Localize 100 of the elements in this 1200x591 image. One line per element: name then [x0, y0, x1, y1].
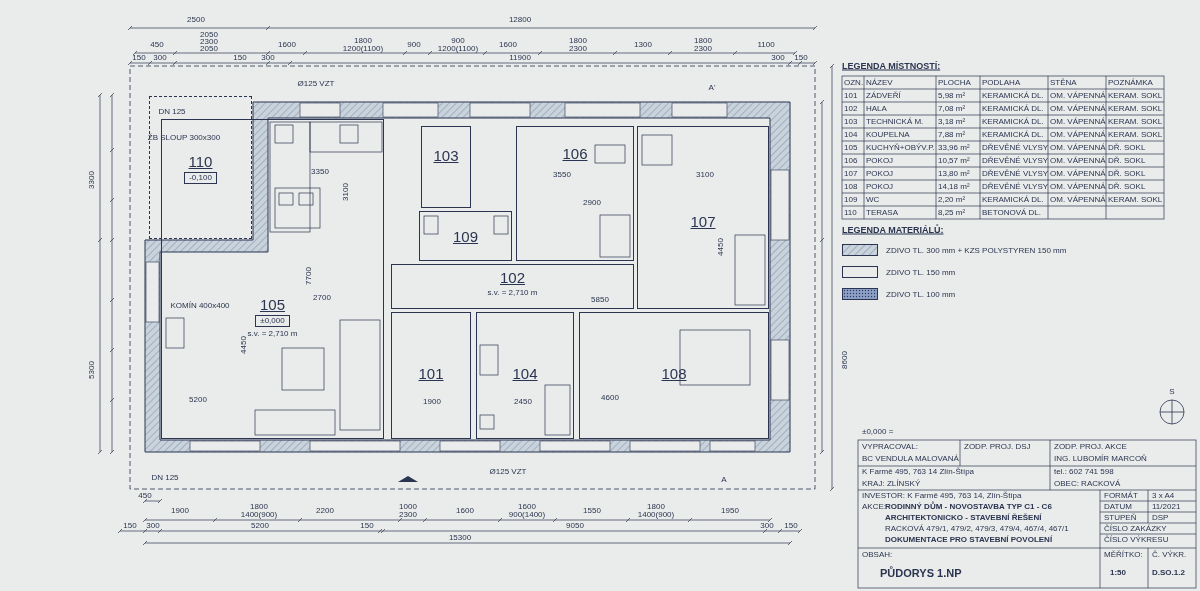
dimension-value: 1950 — [721, 507, 739, 515]
dimension-value: 1600 — [499, 41, 517, 49]
dimension-value: 4450 — [240, 336, 248, 354]
table-cell: KERAMICKÁ DL. — [982, 117, 1044, 126]
title-block-text: MĚŘÍTKO: — [1104, 551, 1143, 559]
table-cell: 5,98 m² — [938, 91, 966, 100]
legend-text: ZDIVO TL. 100 mm — [886, 289, 956, 299]
table-cell: KERAMICKÁ DL. — [982, 104, 1044, 113]
table-cell: 104 — [844, 130, 858, 139]
dimension-value: 2450 — [514, 398, 532, 406]
table-cell: KERAM. SOKL — [1108, 130, 1163, 139]
table-cell: DŘ. SOKL — [1108, 156, 1146, 165]
table-cell: BETONOVÁ DL. — [982, 208, 1041, 217]
dimension-value: 1800 — [354, 37, 372, 45]
table-cell: NÁZEV — [866, 78, 893, 87]
dimension-value: 15300 — [448, 534, 472, 542]
title-block-text: 1:50 — [1110, 569, 1126, 577]
title-block-text: RODINNÝ DŮM - NOVOSTAVBA TYP C1 - C6 — [885, 503, 1052, 511]
dimension-value: 1000 — [399, 503, 417, 511]
table-cell: 7,08 m² — [938, 104, 966, 113]
title-block-text: 11/2021 — [1152, 503, 1181, 511]
room-outline — [149, 96, 252, 239]
title-block-text: INVESTOR: K Farmě 495, 763 14, Zlín-Štípa — [862, 492, 1022, 500]
dimension-value: 1900 — [171, 507, 189, 515]
dimension-value: 2300 — [694, 45, 712, 53]
title-block-text: BC VENDULA MALOVANÁ — [862, 455, 959, 463]
room-number: 110 — [188, 153, 213, 170]
title-block-text: ZODP. PROJ. AKCE — [1054, 443, 1127, 451]
dimension-value: 5200 — [251, 522, 269, 530]
dimension-value: 3100 — [342, 183, 350, 201]
table-cell: PODLAHA — [982, 78, 1021, 87]
title-block-text: ZODP. PROJ. DSJ — [964, 443, 1031, 451]
table-cell: 10,57 m² — [938, 156, 970, 165]
table-cell: OM. VÁPENNÁ — [1050, 156, 1106, 165]
dimension-value: 1550 — [583, 507, 601, 515]
title-block-text: ARCHITEKTONICKO - STAVEBNÍ ŘEŠENÍ — [885, 514, 1042, 522]
dimension-value: 300 — [261, 54, 275, 62]
dimension-value: 1800 — [647, 503, 665, 511]
title-block-text: RACKOVÁ 479/1, 479/2, 479/3, 479/4, 467/4, 467/1 — [885, 525, 1069, 533]
table-cell: KERAM. SOKL — [1108, 117, 1163, 126]
dimension-value: 150 — [784, 522, 798, 530]
title-block-text: ±0,000 = — [862, 428, 894, 436]
table-cell: 14,18 m² — [938, 182, 970, 191]
table-cell: 101 — [844, 91, 858, 100]
table-cell: DŘEVĚNÉ VLYSY — [982, 156, 1049, 165]
table-cell: STĚNA — [1050, 78, 1077, 87]
room-outline — [637, 126, 769, 309]
title-block-text: AKCE: — [862, 503, 886, 511]
room-number: 101 — [418, 365, 444, 382]
table-cell: OM. VÁPENNÁ — [1050, 130, 1106, 139]
table-cell: 108 — [844, 182, 858, 191]
dimension-value: 300 — [760, 522, 774, 530]
table-cell: OM. VÁPENNÁ — [1050, 143, 1106, 152]
title-block-text: DSP — [1152, 514, 1169, 522]
drawing-title: PŮDORYS 1.NP — [880, 567, 962, 579]
dimension-value: 2050 — [200, 31, 218, 39]
room-outline — [391, 264, 634, 309]
plan-annotation: DN 125 — [158, 108, 186, 116]
dimension-value: 1800 — [694, 37, 712, 45]
table-cell: OM. VÁPENNÁ — [1050, 117, 1106, 126]
table-cell: KERAM. SOKL — [1108, 104, 1163, 113]
table-cell: 7,88 m² — [938, 130, 966, 139]
level-value: ±0,000 — [255, 315, 290, 327]
title-block-text: 3 x A4 — [1152, 492, 1175, 500]
table-cell: 33,96 m² — [938, 143, 970, 152]
room-number: 102 — [500, 269, 525, 286]
table-cell: 3,18 m² — [938, 117, 966, 126]
table-cell: KERAMICKÁ DL. — [982, 195, 1044, 204]
table-cell: TECHNICKÁ M. — [866, 117, 924, 126]
dimension-value: 2300 — [399, 511, 417, 519]
dimension-value: 900(1400) — [508, 511, 546, 519]
dimension-value: 150 — [123, 522, 137, 530]
table-cell: OM. VÁPENNÁ — [1050, 91, 1106, 100]
table-cell: OM. VÁPENNÁ — [1050, 182, 1106, 191]
dimension-value: 1900 — [423, 398, 441, 406]
table-cell: 106 — [844, 156, 858, 165]
dimension-value: 7700 — [305, 267, 313, 285]
table-cell: 13,80 m² — [938, 169, 970, 178]
dimension-value: 300 — [146, 522, 160, 530]
table-cell: ZÁDVEŘÍ — [866, 91, 901, 100]
table-cell: OZN. — [844, 78, 864, 87]
dimension-value: 2200 — [316, 507, 334, 515]
dimension-value: 9050 — [566, 522, 584, 530]
title-block-text: STUPEŇ — [1104, 514, 1137, 522]
room-outline — [391, 312, 471, 439]
plan-annotation: KOMÍN 400x400 — [170, 302, 230, 310]
dimension-value: 1600 — [278, 41, 296, 49]
legend-heading: LEGENDA MÍSTNOSTÍ: — [842, 61, 941, 71]
table-cell: DŘ. SOKL — [1108, 169, 1146, 178]
dimension-value: 8600 — [841, 351, 849, 369]
table-cell: HALA — [866, 104, 887, 113]
room-number: 103 — [433, 147, 459, 164]
room-outline — [419, 211, 512, 261]
table-cell: POKOJ — [866, 169, 894, 178]
room-number: 104 — [512, 365, 538, 382]
room-outline — [161, 119, 384, 439]
room-number: 109 — [453, 228, 478, 245]
dimension-value: 1200(1100) — [342, 45, 384, 53]
table-cell: OM. VÁPENNÁ — [1050, 195, 1106, 204]
dimension-value: 450 — [138, 492, 152, 500]
